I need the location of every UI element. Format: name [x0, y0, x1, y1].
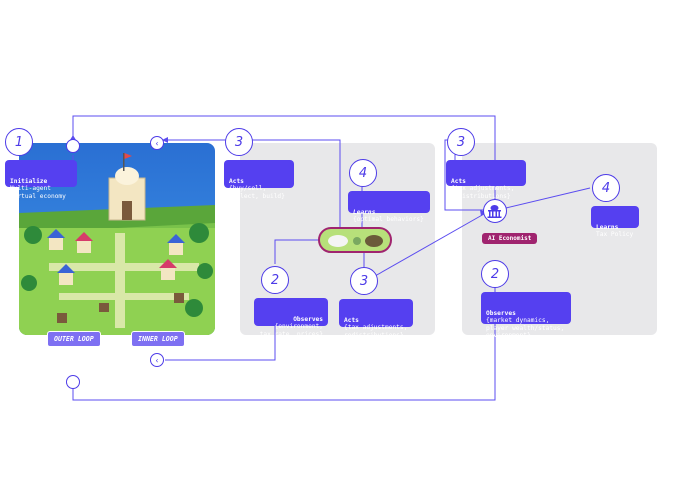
chevron-left-icon[interactable]: ‹: [150, 136, 164, 150]
inner-loop-label: INNER LOOP: [131, 331, 185, 347]
outer-observes-box: Observes{environment, tax rate, prices}: [254, 298, 328, 338]
outer-acts-box: Acts{buy/sell, collect, build}: [224, 160, 294, 200]
inner-acts-box: Acts{tax adjustments, redistributions}: [339, 299, 413, 339]
inner-acts-title: Acts: [344, 316, 359, 324]
econ-learns-text: Tax Policy: [596, 231, 634, 239]
outer-learns-box: Learns{optimal behaviors}: [348, 191, 430, 223]
initialize-title: Initialize: [10, 177, 48, 185]
step-initialize-number: 1: [5, 128, 33, 156]
step-econ-acts-number: 3: [447, 128, 475, 156]
step-outer-learns-number: 4: [349, 159, 377, 187]
econ-acts-box: Acts{tax adjustments, redistributions}: [446, 160, 526, 200]
outer-observes-text: {environment, tax rate, prices}: [259, 323, 323, 338]
agents-pill-icon[interactable]: [318, 227, 392, 253]
initialize-text: Multi-agent Virtual economy: [10, 185, 66, 200]
outer-acts-text: {buy/sell, collect, build}: [229, 185, 285, 200]
outer-loop-top-node[interactable]: [66, 139, 80, 153]
outer-acts-title: Acts: [229, 177, 244, 185]
capitol-building-icon[interactable]: [483, 199, 507, 223]
outer-loop-label: OUTER LOOP: [47, 331, 101, 347]
outer-loop-bottom-node[interactable]: [66, 375, 80, 389]
step-outer-acts-number: 3: [225, 128, 253, 156]
chevron-left-icon[interactable]: ‹: [150, 353, 164, 367]
step-inner-acts-number: 3: [350, 267, 378, 295]
outer-learns-text: {optimal behaviors}: [353, 216, 424, 224]
ai-economist-label: AI Economist: [482, 233, 538, 244]
step-econ-observes-number: 2: [481, 260, 509, 288]
econ-observes-title: Observes: [486, 309, 516, 317]
outer-observes-title: Observes: [293, 315, 323, 323]
econ-acts-title: Acts: [451, 177, 466, 185]
econ-observes-text: {market dynamics, player wealth/status, …: [486, 317, 565, 340]
step-econ-learns-number: 4: [592, 174, 620, 202]
econ-learns-title: Learns: [596, 223, 619, 231]
step-outer-observes-number: 2: [261, 266, 289, 294]
inner-acts-text: {tax adjustments, redistributions}: [344, 324, 408, 339]
econ-observes-box: Observes{market dynamics, player wealth/…: [481, 292, 571, 339]
outer-learns-title: Learns: [353, 208, 376, 216]
econ-acts-text: {tax adjustments, redistributions}: [451, 185, 515, 200]
